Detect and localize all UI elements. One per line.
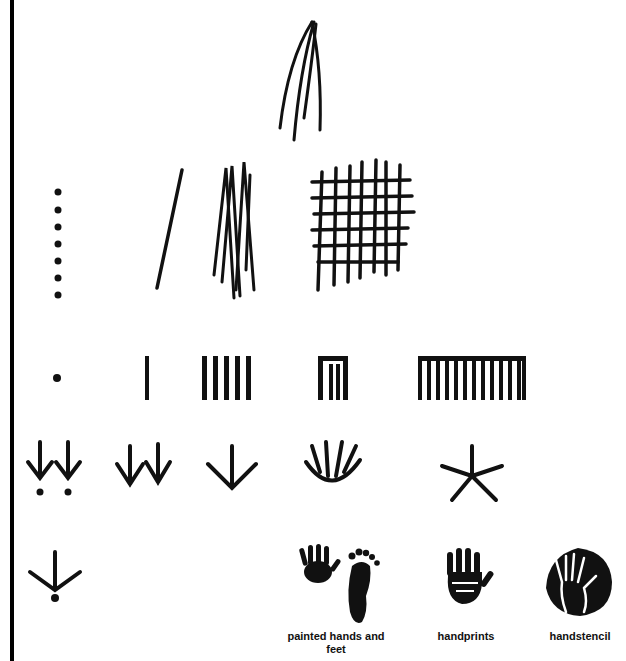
crosshatch-grid (312, 160, 414, 290)
figure-label: painted hands and feet (284, 630, 388, 656)
curved-strokes (280, 22, 320, 140)
single-stroke (157, 170, 182, 288)
bird-tracks (28, 442, 502, 590)
single-bar (145, 356, 149, 400)
handprint (447, 548, 495, 604)
single-dot (53, 374, 61, 382)
dot-column (55, 189, 62, 299)
bar-group (202, 356, 251, 400)
zigzag-strokes (214, 162, 254, 298)
left-rule (10, 0, 14, 661)
track-dots (37, 489, 72, 603)
boxed-bars (318, 356, 348, 400)
bar-row (418, 356, 526, 400)
handprint-gaps (452, 582, 478, 592)
painted-hand (299, 544, 342, 583)
figure-label: handstencil (538, 630, 622, 643)
handstencil (546, 548, 612, 616)
painted-foot (348, 549, 379, 623)
figure-label: handprints (421, 630, 511, 643)
